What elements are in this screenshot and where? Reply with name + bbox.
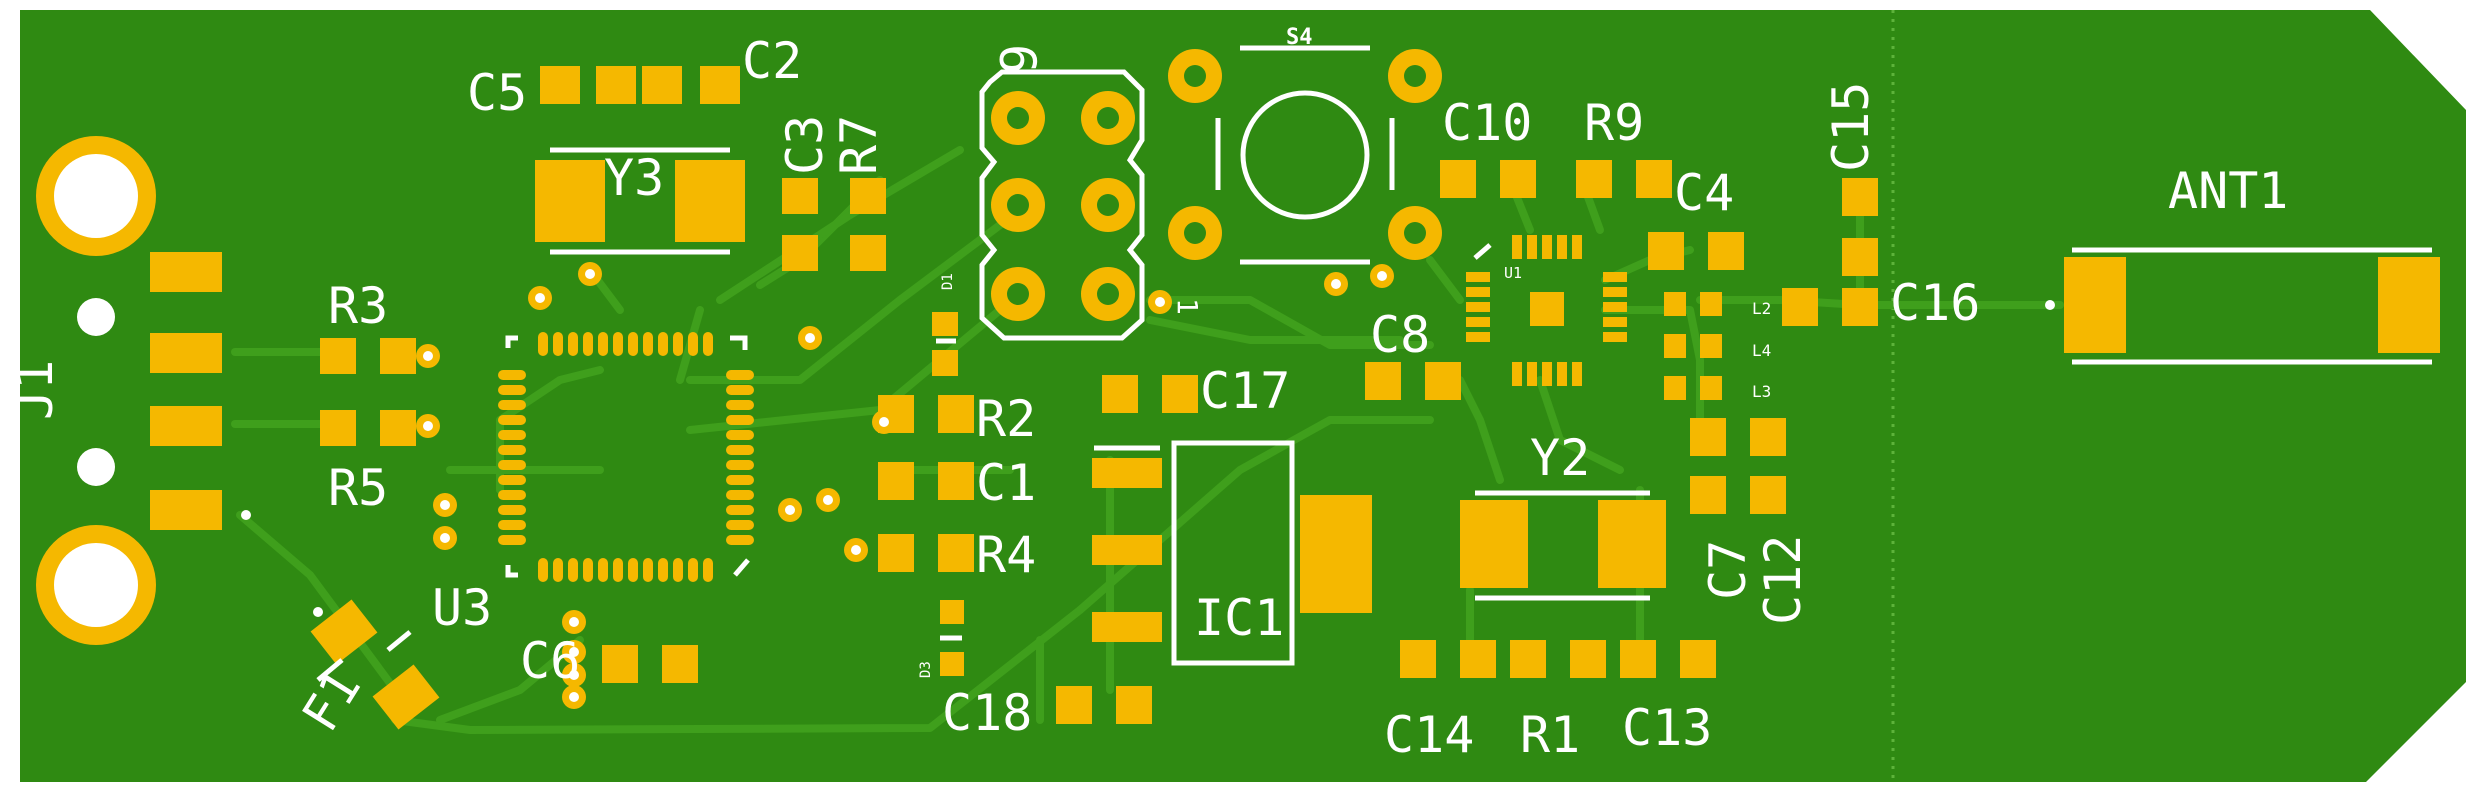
label-r3: R3 (328, 277, 388, 335)
u3-pins-right (726, 370, 754, 545)
label-c14: C14 (1384, 706, 1474, 764)
label-d3: D3 (918, 661, 934, 678)
label-c18: C18 (942, 684, 1032, 742)
rf-area-pads (1365, 160, 1744, 400)
label-c2: C2 (742, 32, 802, 90)
f1-pads (310, 599, 440, 730)
label-s4: S4 (1286, 25, 1313, 50)
s4-switch-pins (1168, 49, 1442, 260)
label-l2: L2 (1752, 299, 1771, 318)
label-r5: R5 (328, 459, 388, 517)
label-c12: C12 (1754, 535, 1812, 625)
label-c17: C17 (1200, 362, 1290, 420)
label-r9: R9 (1584, 94, 1644, 152)
label-l4: L4 (1752, 341, 1771, 360)
label-l3: L3 (1752, 382, 1771, 401)
c15-c16-pads (1782, 178, 1878, 326)
middle-column-pads (878, 312, 1152, 724)
silkscreen-outlines (316, 45, 2432, 682)
u3-pins-left (498, 370, 526, 545)
label-r2: R2 (976, 390, 1036, 448)
via-holes (423, 269, 1387, 702)
label-y2: Y2 (1530, 429, 1590, 487)
label-c13: C13 (1622, 699, 1712, 757)
ic1-pads (1092, 375, 1372, 642)
label-conn6: 6 (988, 44, 1046, 74)
label-r4: R4 (976, 526, 1036, 584)
u3-pins-bottom (538, 558, 713, 582)
label-c1: C1 (976, 454, 1036, 512)
header-pins (991, 91, 1135, 321)
c6-pads (602, 645, 698, 683)
label-c15: C15 (1822, 82, 1880, 172)
inductor-pads (1664, 292, 1786, 514)
label-conn-pin1: 1 (1171, 298, 1204, 315)
j1-pads (150, 252, 222, 530)
pin1-markers (241, 300, 2055, 617)
mounting-holes (36, 136, 156, 645)
label-c4: C4 (1674, 164, 1734, 222)
label-ant1: ANT1 (2168, 162, 2288, 220)
label-u1: U1 (1504, 264, 1522, 282)
r3-r5-pads (320, 338, 416, 446)
label-ic1: IC1 (1194, 589, 1284, 647)
label-c8: C8 (1370, 306, 1430, 364)
label-j1: J1 (6, 360, 64, 420)
silkscreen-labels: J1 R3 R5 U3 F1 C5 C2 Y3 C3 R7 C6 R2 C1 R… (6, 32, 2288, 764)
u1-pads (1466, 235, 1627, 386)
label-r1: R1 (1520, 706, 1580, 764)
label-d1: D1 (940, 273, 956, 290)
label-c5: C5 (467, 64, 527, 122)
label-u3: U3 (432, 579, 492, 637)
label-c16: C16 (1890, 274, 1980, 332)
label-c6: C6 (520, 632, 580, 690)
label-c7: C7 (1699, 540, 1757, 600)
label-y3: Y3 (604, 149, 664, 207)
label-c10: C10 (1442, 94, 1532, 152)
silkscreen-small-labels: S4 1 U1 L2 L4 L3 D1 D3 (918, 25, 1771, 678)
label-c3: C3 (776, 115, 834, 175)
label-r7: R7 (830, 115, 888, 175)
y2-pads (1400, 500, 1716, 678)
ant1-pads (2064, 257, 2440, 353)
y3-area-pads (535, 66, 886, 271)
u3-pins-top (538, 332, 713, 356)
